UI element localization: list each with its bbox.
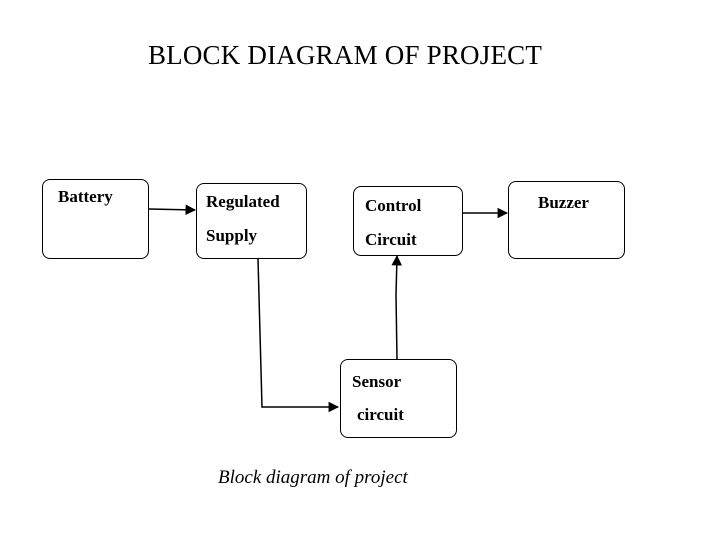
diagram-caption: Block diagram of project — [218, 467, 408, 488]
regulated-supply-label-line1: Regulated — [206, 192, 280, 211]
battery-block: Battery — [42, 179, 149, 259]
diagram-title: BLOCK DIAGRAM OF PROJECT — [147, 40, 543, 70]
arrow-regulated-supply-to-sensor-circuit — [257, 258, 340, 413]
sensor-circuit-block: Sensor circuit — [340, 359, 457, 438]
buzzer-label: Buzzer — [538, 193, 589, 212]
buzzer-block: Buzzer — [508, 181, 625, 259]
battery-label: Battery — [58, 187, 113, 206]
control-circuit-label-line2: Circuit — [365, 230, 417, 249]
regulated-supply-block: Regulated Supply — [196, 183, 307, 259]
sensor-circuit-label-line2: circuit — [357, 405, 404, 424]
sensor-circuit-label-line1: Sensor — [352, 372, 402, 391]
regulated-supply-label-line2: Supply — [206, 226, 258, 245]
arrow-battery-to-regulated-supply — [148, 204, 197, 216]
control-circuit-block: Control Circuit — [353, 186, 463, 256]
arrow-sensor-circuit-to-control-circuit — [391, 254, 403, 360]
control-circuit-label-line1: Control — [365, 196, 422, 215]
